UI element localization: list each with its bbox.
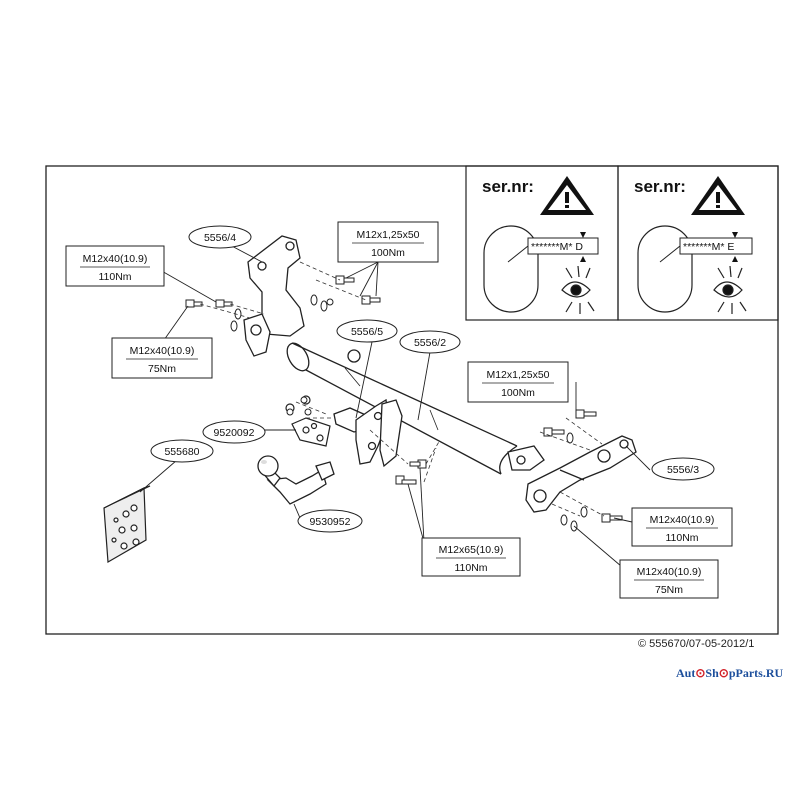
torque-box-right-upper: M12x1,25x50 100Nm bbox=[467, 361, 569, 403]
part-label-5556-4: 5556/4 bbox=[188, 225, 252, 249]
electric-socket bbox=[103, 485, 151, 563]
fasteners bbox=[185, 275, 623, 532]
svg-text:M12x1,25x50: M12x1,25x50 bbox=[356, 229, 419, 241]
center-bracket bbox=[333, 349, 403, 468]
mounting-plate-9520092 bbox=[285, 395, 331, 447]
part-label-555680: 555680 bbox=[150, 439, 214, 463]
left-bracket bbox=[243, 235, 305, 357]
svg-text:100Nm: 100Nm bbox=[371, 247, 405, 259]
serial-panel-d: ser.nr: *******M* D bbox=[465, 165, 619, 321]
svg-text:110Nm: 110Nm bbox=[665, 532, 698, 544]
svg-text:M12x65(10.9): M12x65(10.9) bbox=[439, 544, 504, 556]
tow-ball bbox=[257, 455, 335, 505]
right-bracket bbox=[507, 435, 637, 513]
svg-text:75Nm: 75Nm bbox=[655, 584, 683, 596]
svg-text:110Nm: 110Nm bbox=[98, 271, 131, 283]
watermark-part-a: Aut bbox=[676, 666, 696, 680]
svg-text:5556/4: 5556/4 bbox=[204, 232, 236, 244]
part-label-9530952: 9530952 bbox=[297, 509, 363, 533]
eye-oval-icon bbox=[637, 225, 693, 313]
svg-text:555680: 555680 bbox=[164, 446, 199, 458]
svg-text:5556/3: 5556/3 bbox=[667, 464, 699, 476]
serial-label-d: ser.nr: bbox=[482, 177, 534, 196]
svg-text:M12x1,25x50: M12x1,25x50 bbox=[486, 369, 549, 381]
torque-box-top-middle: M12x1,25x50 100Nm bbox=[337, 221, 439, 263]
eye-icon bbox=[713, 265, 747, 314]
watermark-o-icon: ⊙ bbox=[695, 666, 706, 680]
serial-code-d: *******M* D bbox=[531, 241, 583, 253]
serial-code-e: *******M* E bbox=[683, 241, 734, 253]
svg-text:M12x40(10.9): M12x40(10.9) bbox=[650, 514, 715, 526]
part-label-5556-5: 5556/5 bbox=[336, 319, 398, 343]
svg-text:5556/2: 5556/2 bbox=[414, 337, 446, 349]
torque-box-left-lower: M12x40(10.9) 75Nm bbox=[111, 337, 213, 379]
svg-text:9520092: 9520092 bbox=[214, 427, 255, 439]
part-label-5556-3: 5556/3 bbox=[651, 457, 715, 481]
watermark-part-b: Sh bbox=[705, 666, 719, 680]
leader-lines bbox=[139, 243, 651, 573]
svg-text:M12x40(10.9): M12x40(10.9) bbox=[637, 566, 702, 578]
part-label-9520092: 9520092 bbox=[202, 420, 266, 444]
svg-text:100Nm: 100Nm bbox=[501, 387, 535, 399]
svg-text:5556/5: 5556/5 bbox=[351, 326, 383, 338]
svg-text:M12x40(10.9): M12x40(10.9) bbox=[83, 253, 148, 265]
torque-box-top-left: M12x40(10.9) 110Nm bbox=[65, 245, 165, 287]
assembly-dashes bbox=[199, 261, 605, 517]
svg-text:75Nm: 75Nm bbox=[148, 363, 176, 375]
diagram-frame bbox=[45, 165, 779, 635]
torque-box-center-bottom: M12x65(10.9) 110Nm bbox=[421, 537, 521, 577]
torque-box-right-lower: M12x40(10.9) 75Nm bbox=[619, 559, 719, 599]
serial-label-e: ser.nr: bbox=[634, 177, 686, 196]
torque-box-right-middle: M12x40(10.9) 110Nm bbox=[631, 507, 733, 547]
eye-oval-icon bbox=[483, 225, 539, 313]
watermark-o-icon-2: ⊙ bbox=[718, 666, 729, 680]
eye-icon bbox=[561, 265, 595, 314]
copyright-text: © 555670/07-05-2012/1 bbox=[638, 638, 755, 650]
serial-panel-e: ser.nr: *******M* E bbox=[617, 165, 779, 321]
part-label-5556-2: 5556/2 bbox=[399, 330, 461, 354]
svg-text:9530952: 9530952 bbox=[310, 516, 351, 528]
crossbar-tube bbox=[286, 342, 518, 475]
watermark-part-c: pParts.RU bbox=[728, 666, 784, 680]
svg-text:M12x40(10.9): M12x40(10.9) bbox=[130, 345, 195, 357]
watermark: Aut⊙Sh⊙pParts.RU bbox=[676, 666, 783, 681]
svg-text:110Nm: 110Nm bbox=[454, 562, 487, 574]
